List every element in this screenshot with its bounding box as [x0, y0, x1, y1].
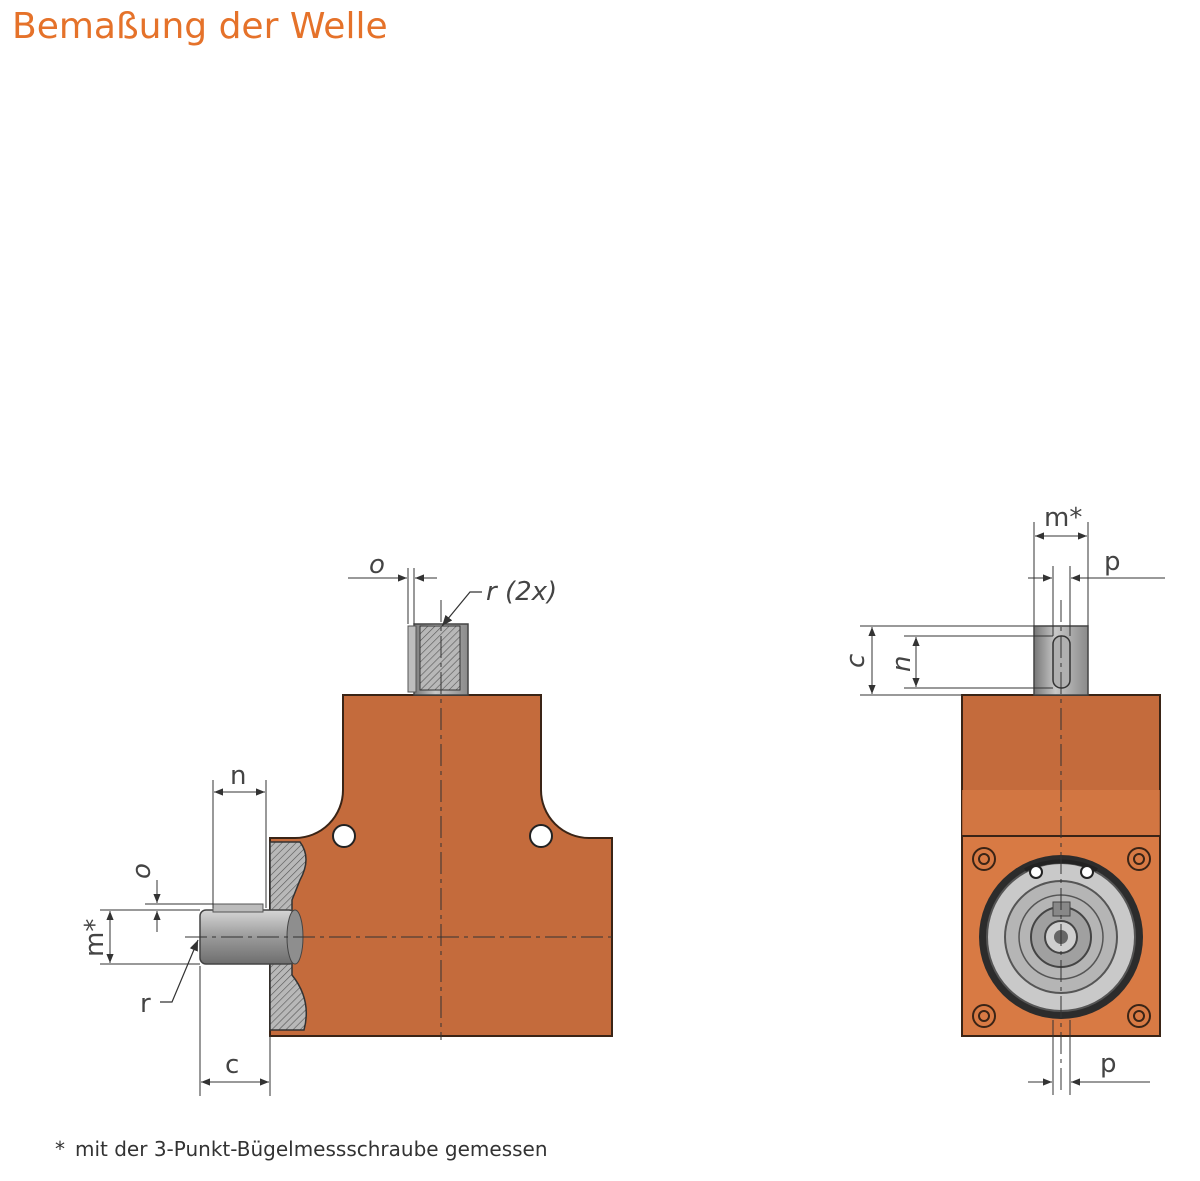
dim-label-o-side: o — [127, 863, 157, 879]
dim-label-o-top: o — [369, 550, 385, 580]
dim-label-r-2x: r (2x) — [486, 577, 557, 607]
footnote-marker: * — [55, 1137, 65, 1161]
dim-label-m-star: m* — [80, 919, 110, 957]
side-dim-label-m-star: m* — [1044, 503, 1082, 533]
side-dim-label-c: c — [841, 654, 871, 668]
thread-section — [419, 625, 461, 691]
side-dim-label-n: n — [887, 656, 917, 672]
flange-bolts — [972, 847, 1151, 1028]
footnote: * mit der 3-Punkt-Bügelmessschraube gemes… — [55, 1137, 548, 1161]
dim-label-c: c — [225, 1050, 239, 1080]
side-dim-label-p-top: p — [1104, 547, 1121, 577]
mounting-hole — [332, 824, 356, 848]
dim-label-n: n — [230, 761, 246, 791]
shaft-key — [212, 903, 264, 913]
mounting-hole — [529, 824, 553, 848]
side-dim-label-p-bottom: p — [1100, 1049, 1117, 1079]
front-view: o r (2x) n o m* r c — [80, 550, 615, 1096]
dim-label-r: r — [140, 989, 151, 1019]
page-title: Bemaßung der Welle — [12, 6, 388, 47]
side-view: m* p c n p — [841, 503, 1165, 1095]
footnote-text: mit der 3-Punkt-Bügelmessschraube gemess… — [75, 1137, 548, 1161]
